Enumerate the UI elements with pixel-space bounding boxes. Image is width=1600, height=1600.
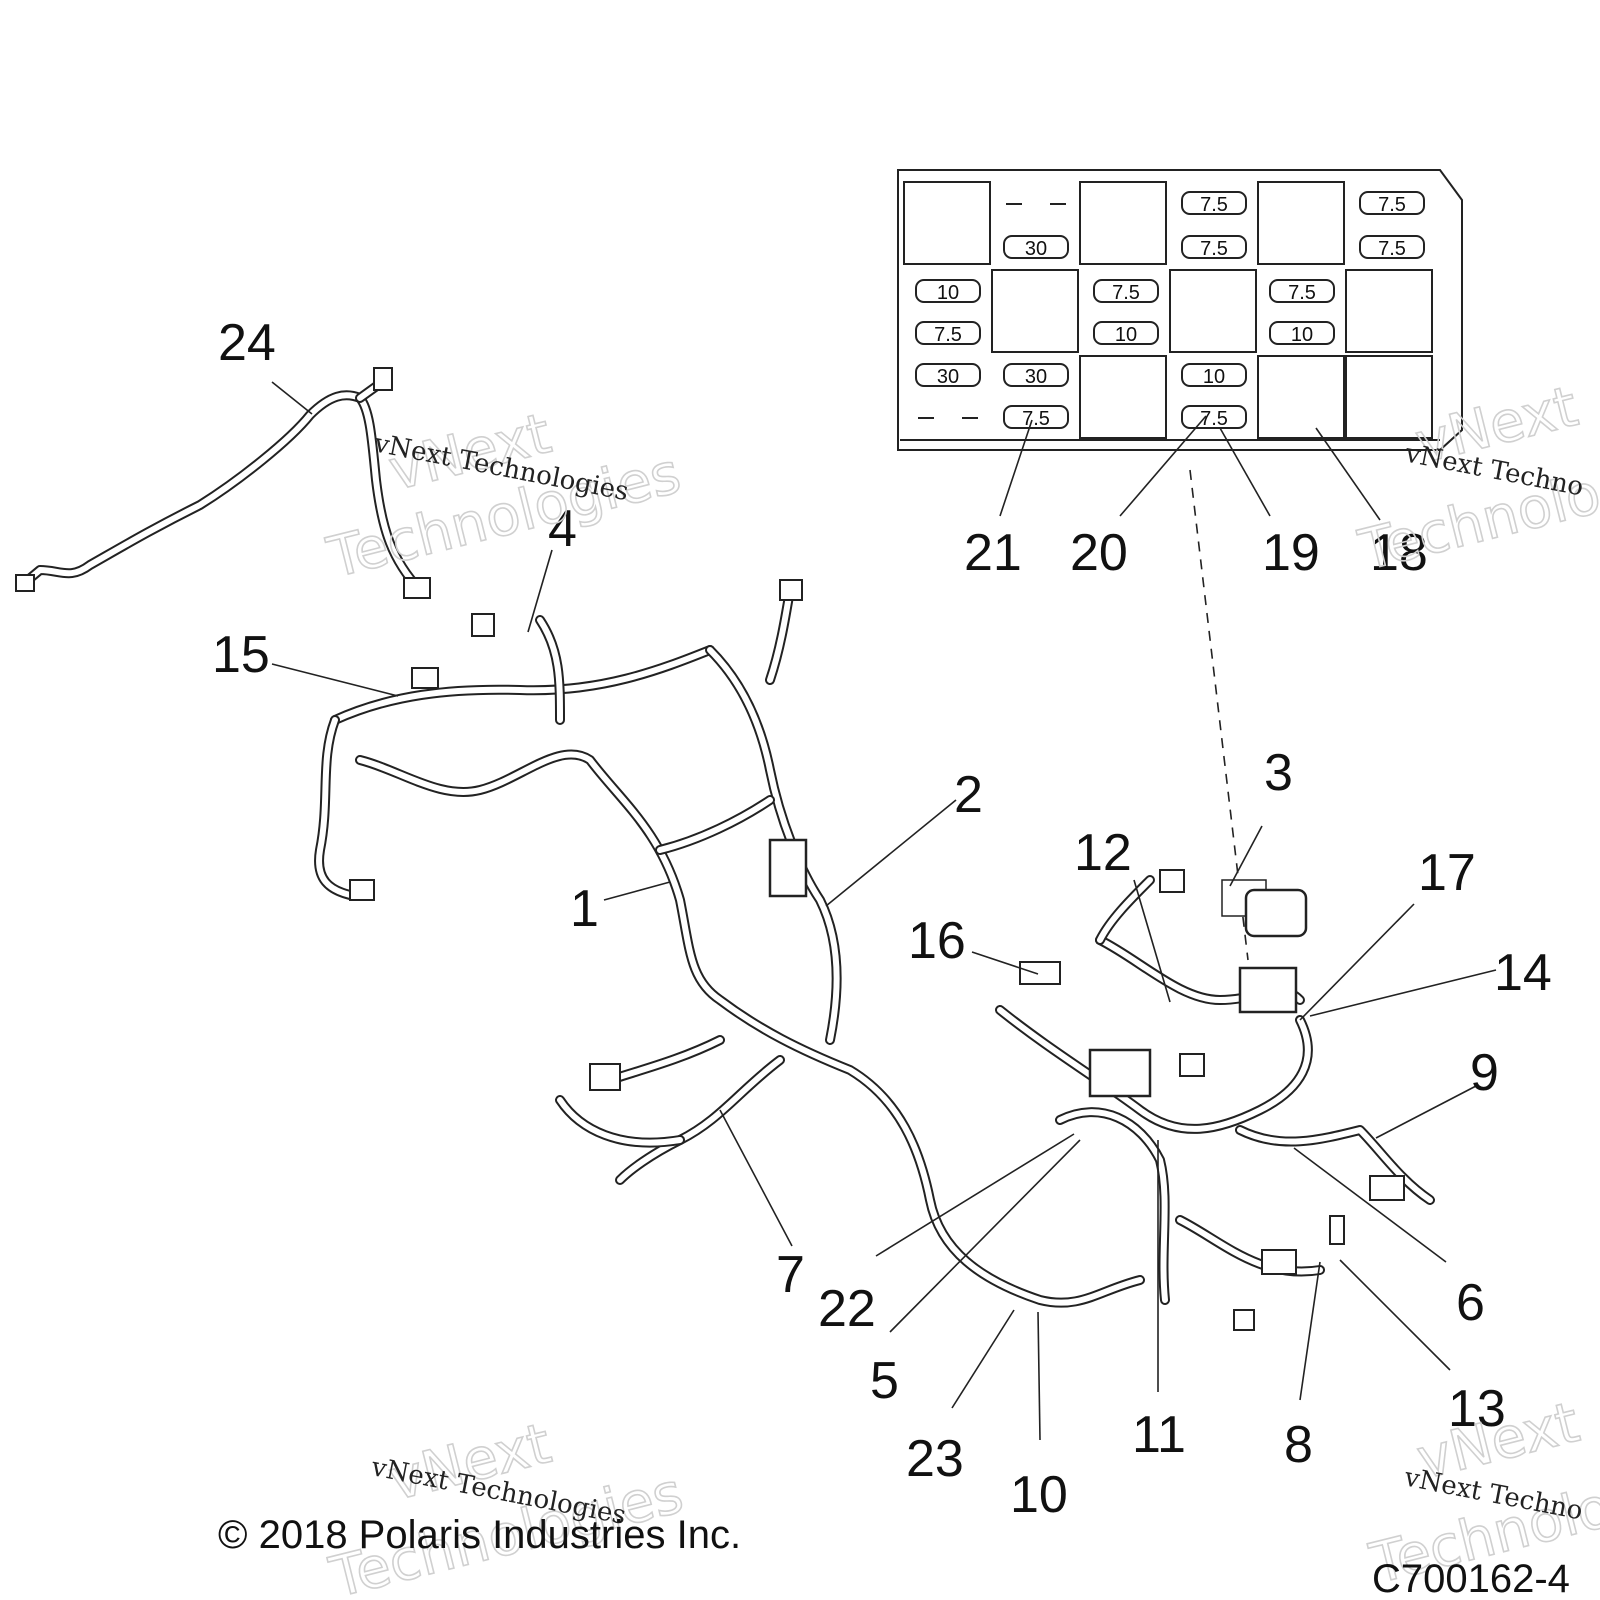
svg-text:7.5: 7.5: [1378, 238, 1406, 260]
callout-10: 10: [1010, 1466, 1068, 1524]
callout-1: 1: [570, 880, 599, 938]
svg-text:7.5: 7.5: [1378, 194, 1406, 216]
svg-text:10: 10: [1203, 366, 1225, 388]
callout-6: 6: [1456, 1274, 1485, 1332]
connector: [1233, 1309, 1255, 1331]
fuse-slot: 7.5: [1359, 235, 1425, 260]
callout-3: 3: [1264, 744, 1293, 802]
callout-21: 21: [964, 524, 1022, 582]
svg-text:10: 10: [1115, 324, 1137, 346]
callout-20: 20: [1070, 524, 1128, 582]
leader-lines: [271, 381, 1497, 1441]
svg-text:10: 10: [1291, 324, 1313, 346]
main-harness: [314, 579, 1145, 1308]
connector: [1329, 1215, 1345, 1245]
svg-text:30: 30: [1025, 366, 1047, 388]
connector: [373, 367, 393, 391]
callout-16: 16: [908, 912, 966, 970]
harness-24: [15, 367, 431, 599]
callout-5: 5: [870, 1352, 899, 1410]
connector: [349, 879, 375, 901]
callout-2: 2: [954, 766, 983, 824]
fuse-slot: 7.5: [1093, 279, 1159, 304]
callout-19: 19: [1262, 524, 1320, 582]
callout-12: 12: [1074, 824, 1132, 882]
connector: [1159, 869, 1185, 893]
svg-text:30: 30: [937, 366, 959, 388]
callout-4: 4: [548, 500, 577, 558]
callout-13: 13: [1448, 1380, 1506, 1438]
callout-17: 17: [1418, 844, 1476, 902]
fuse-module: [1238, 966, 1298, 1014]
right-harness: [995, 869, 1435, 1331]
fuse-slot: 30: [915, 363, 981, 388]
connector: [779, 579, 803, 601]
fuse-slot: 10: [1269, 321, 1335, 346]
connector: [1369, 1175, 1405, 1201]
fuse-slot: 7.5: [1181, 235, 1247, 260]
callout-9: 9: [1470, 1044, 1499, 1102]
fuse-slot: 7.5: [1359, 191, 1425, 216]
connector: [768, 838, 808, 898]
callout-7: 7: [776, 1246, 805, 1304]
fuse-slot: 10: [1093, 321, 1159, 346]
connector: [411, 667, 439, 689]
copyright-text: © 2018 Polaris Industries Inc.: [218, 1513, 741, 1557]
callout-23: 23: [906, 1430, 964, 1488]
svg-text:7.5: 7.5: [1022, 408, 1050, 430]
fuse-slot: 10: [1181, 363, 1247, 388]
connector: [1019, 961, 1061, 985]
diagram-code: C700162-4: [1372, 1557, 1570, 1600]
callout-18: 18: [1370, 524, 1428, 582]
fuse-slot: 10: [915, 279, 981, 304]
svg-text:7.5: 7.5: [934, 324, 962, 346]
connector: [403, 577, 431, 599]
fuse-slot: 7.5: [1181, 191, 1247, 216]
fuse-slot: 7.5: [1181, 405, 1247, 430]
connector: [471, 613, 495, 637]
fuse-slot: 30: [1003, 235, 1069, 260]
fuse-box-cover: [1244, 888, 1308, 938]
svg-text:30: 30: [1025, 238, 1047, 260]
svg-text:7.5: 7.5: [1200, 408, 1228, 430]
fuse-slot: 7.5: [915, 321, 981, 346]
svg-text:7.5: 7.5: [1288, 282, 1316, 304]
fuse-slot: 7.5: [1269, 279, 1335, 304]
connector: [15, 574, 35, 592]
connector: [1261, 1249, 1297, 1275]
fuse-slot: 7.5: [1003, 405, 1069, 430]
svg-text:7.5: 7.5: [1112, 282, 1140, 304]
callout-8: 8: [1284, 1416, 1313, 1474]
callout-14: 14: [1494, 944, 1552, 1002]
connector: [589, 1063, 621, 1091]
svg-text:7.5: 7.5: [1200, 238, 1228, 260]
svg-text:7.5: 7.5: [1200, 194, 1228, 216]
fuse-box: 7.5 7.5 30 7.5 7.5 10 7.5 7.5 7.5 10 10 …: [897, 169, 1463, 451]
callout-11: 11: [1132, 1406, 1186, 1464]
fuse-slot: 30: [1003, 363, 1069, 388]
callout-22: 22: [818, 1280, 876, 1338]
callout-15: 15: [212, 626, 270, 684]
svg-text:10: 10: [937, 282, 959, 304]
relay-blocks: [903, 181, 1433, 439]
callout-numbers: 1 2 3 4 5 6 7 8 9 10 11 12 13 14 15 16 1…: [212, 314, 1552, 1524]
ecu-module: [1088, 1048, 1152, 1098]
callout-24: 24: [218, 314, 276, 372]
connector: [1179, 1053, 1205, 1077]
